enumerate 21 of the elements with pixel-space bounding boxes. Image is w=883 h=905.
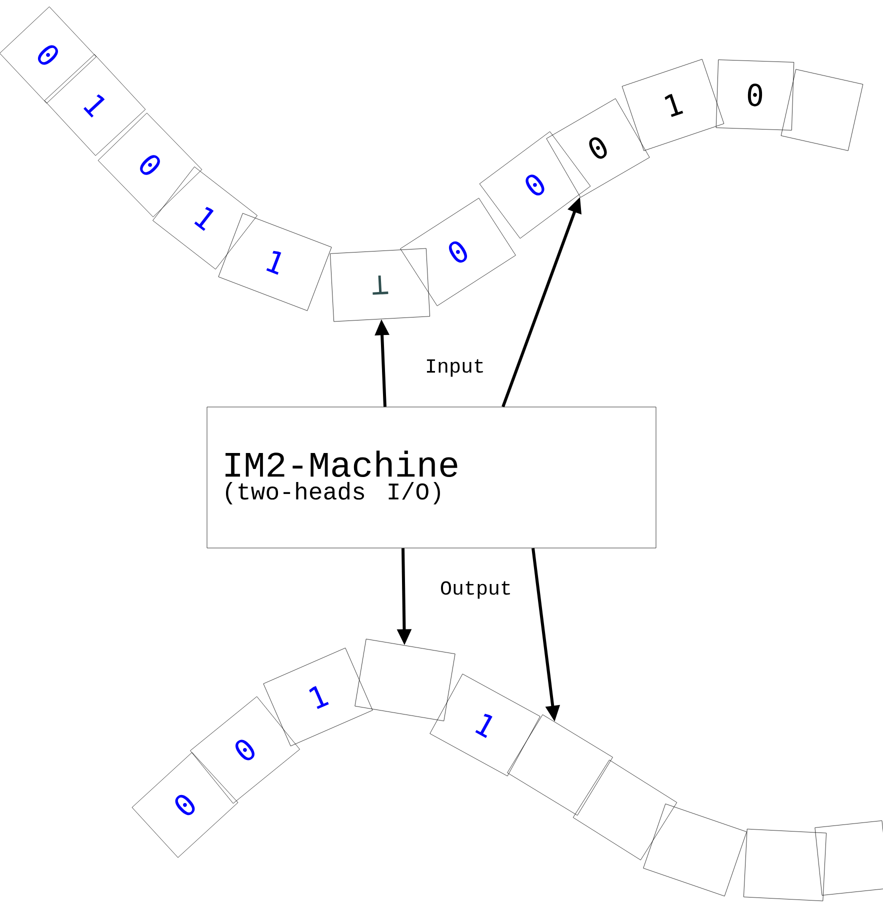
tape-cell: 0 bbox=[98, 112, 202, 218]
machine-box: IM2-Machine (two-heads I/O) bbox=[206, 406, 656, 548]
tape-cell: 0 bbox=[546, 98, 650, 198]
tape-cell: 1 bbox=[218, 213, 332, 311]
tape-cell: 0 bbox=[400, 198, 516, 306]
tape-cell bbox=[643, 804, 747, 896]
tape-cell: 0 bbox=[132, 752, 238, 858]
tape-cell: 0 bbox=[716, 60, 794, 130]
tape-cell: 1 bbox=[622, 59, 724, 151]
tape-cell bbox=[507, 714, 613, 816]
tape-cell bbox=[354, 638, 456, 722]
tape-cell bbox=[780, 69, 864, 151]
tape-cell bbox=[814, 820, 883, 896]
tape-cell bbox=[743, 828, 827, 902]
tape-cell: 0 bbox=[0, 6, 96, 104]
edge-label: Output bbox=[438, 579, 514, 601]
tape-cell: 1 bbox=[430, 674, 540, 776]
tape-cell: 1 bbox=[263, 648, 373, 746]
tape-cell bbox=[572, 760, 678, 860]
tape-cell: ⊥ bbox=[330, 248, 430, 322]
edge-label: Input bbox=[423, 357, 487, 379]
